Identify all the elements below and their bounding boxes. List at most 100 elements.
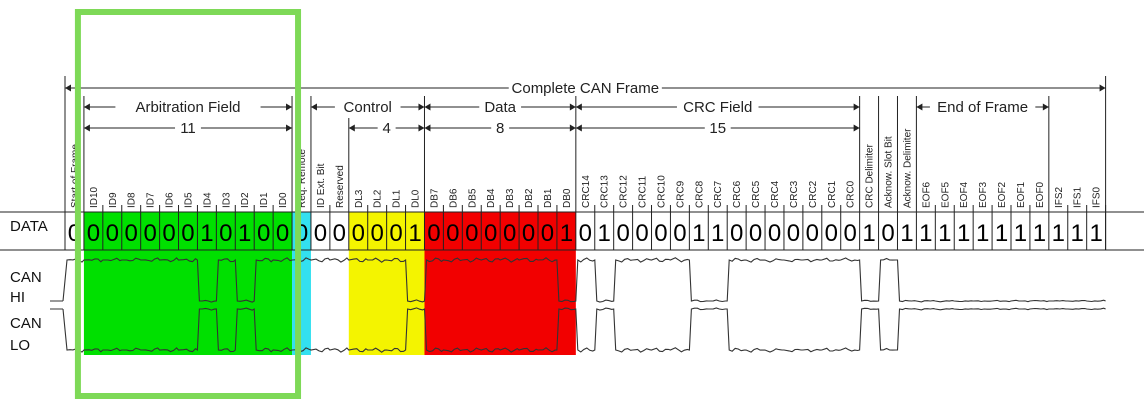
bit-name-46: EOF5	[940, 181, 951, 208]
bit-value-20: 0	[446, 220, 459, 247]
field-count-arbitration	[83, 124, 293, 132]
bit-value-4: 0	[143, 220, 156, 247]
bit-name-31: CRC10	[656, 175, 667, 208]
bit-name-52: IFS2	[1054, 186, 1065, 208]
bit-name-21: DB5	[467, 188, 478, 208]
field-count-data-label: 8	[496, 120, 504, 137]
bit-name-18: DL0	[411, 189, 422, 208]
bit-name-26: DB0	[562, 188, 573, 208]
bit-value-13: 0	[314, 220, 327, 247]
complete-frame-bracket-label: Complete CAN Frame	[512, 80, 660, 97]
arbitration-highlight-box	[74, 9, 302, 399]
bit-name-43: Acknow. Slot Bit	[884, 136, 895, 208]
bit-value-43: 0	[881, 220, 894, 247]
bit-name-10: ID1	[259, 192, 270, 208]
row-labels: DATA CAN HI CAN LO	[10, 218, 48, 354]
bit-name-5: ID6	[165, 192, 176, 208]
field-eof-label: End of Frame	[937, 99, 1028, 116]
bit-name-30: CRC11	[638, 176, 649, 208]
field-count-crc	[575, 124, 860, 132]
bit-value-16: 0	[371, 220, 384, 247]
row-label-can-hi-2: HI	[10, 289, 25, 306]
bit-name-2: ID9	[108, 192, 119, 208]
bit-name-7: ID4	[202, 192, 213, 208]
row-label-can-lo-1: CAN	[10, 315, 42, 332]
bit-value-27: 0	[579, 220, 592, 247]
bit-name-37: CRC4	[770, 180, 781, 208]
field-count-arbitration-arrow-left	[83, 124, 90, 132]
bit-name-11: ID0	[278, 192, 289, 208]
bit-name-54: IFS0	[1092, 186, 1103, 208]
bit-name-47: EOF4	[959, 181, 970, 208]
bit-value-8: 0	[219, 220, 232, 247]
bit-name-16: DL2	[373, 189, 384, 208]
bit-name-35: CRC6	[732, 180, 743, 208]
field-crc-arrow-left	[575, 103, 582, 111]
highlight-0	[83, 212, 293, 355]
field-count-arbitration-label: 11	[180, 120, 196, 137]
bit-value-38: 0	[787, 220, 800, 247]
field-data-arrow-left	[424, 103, 431, 111]
bit-value-9: 1	[238, 220, 251, 247]
bit-value-40: 0	[825, 220, 838, 247]
bit-name-27: CRC14	[581, 175, 592, 208]
field-crc-arrow-right	[853, 103, 860, 111]
bit-name-24: DB2	[524, 188, 535, 208]
field-control-label: Control	[344, 99, 392, 116]
field-count-data-arrow-left	[424, 124, 431, 132]
field-data-arrow-right	[569, 103, 576, 111]
bit-name-33: CRC8	[694, 180, 705, 208]
bit-value-47: 1	[957, 220, 970, 247]
bit-value-7: 1	[200, 220, 213, 247]
bit-name-6: ID5	[183, 192, 194, 208]
bit-name-28: CRC13	[600, 175, 611, 208]
bit-name-39: CRC2	[808, 180, 819, 208]
bit-value-52: 1	[1052, 220, 1065, 247]
field-control-arrow-right	[418, 103, 425, 111]
row-label-data: DATA	[10, 218, 48, 235]
bit-name-12: Req. Remote	[297, 149, 308, 208]
bit-name-22: DB4	[486, 188, 497, 208]
bit-name-19: DB7	[429, 188, 440, 208]
bit-name-45: EOF6	[921, 181, 932, 208]
bit-name-42: CRC Delimiter	[865, 143, 876, 208]
field-control-arrow-left	[310, 103, 317, 111]
bit-value-10: 0	[257, 220, 270, 247]
can-lo-signal	[62, 307, 1106, 353]
bit-name-51: EOF0	[1035, 181, 1046, 208]
bit-value-46: 1	[938, 220, 951, 247]
bit-name-3: ID8	[127, 192, 138, 208]
bit-value-24: 0	[522, 220, 535, 247]
field-highlights	[83, 212, 576, 355]
bit-value-19: 0	[427, 220, 440, 247]
bit-name-36: CRC5	[751, 180, 762, 208]
complete-frame-bracket-arrow-left	[65, 84, 71, 92]
bit-name-14: Reserved	[335, 165, 346, 208]
row-label-can-hi-1: CAN	[10, 269, 42, 286]
bit-value-33: 1	[692, 220, 705, 247]
field-eof	[916, 103, 1049, 111]
bit-value-1: 0	[87, 220, 100, 247]
field-count-dlc-label: 4	[382, 120, 390, 137]
bit-name-41: CRC0	[846, 180, 857, 208]
bit-name-44: Acknow. Delimiter	[902, 128, 913, 208]
bit-value-5: 0	[162, 220, 175, 247]
bit-name-13: ID Ext. Bit	[316, 163, 327, 208]
bit-value-30: 0	[635, 220, 648, 247]
bit-value-41: 0	[844, 220, 857, 247]
bit-value-51: 1	[1033, 220, 1046, 247]
bit-value-42: 1	[862, 220, 875, 247]
bit-value-23: 0	[503, 220, 516, 247]
can-signals	[50, 257, 1106, 353]
bit-name-53: IFS1	[1073, 186, 1084, 208]
bit-value-44: 1	[900, 220, 913, 247]
bit-name-38: CRC3	[789, 180, 800, 208]
field-arbitration-arrow-right	[286, 103, 293, 111]
bit-value-2: 0	[106, 220, 119, 247]
bit-value-3: 0	[125, 220, 138, 247]
bit-value-21: 0	[465, 220, 478, 247]
field-control	[310, 103, 425, 111]
